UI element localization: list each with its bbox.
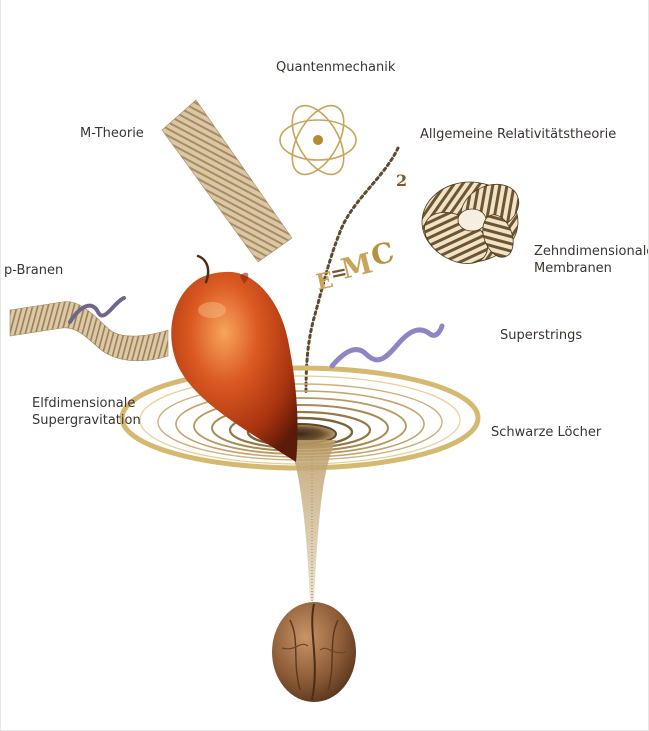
- label-elfdimensionale-line1: Elfdimensionale: [32, 395, 141, 412]
- frame-left: [0, 0, 1, 731]
- atom-icon: [280, 97, 356, 183]
- membrane-knot-icon: [416, 175, 527, 274]
- formula-emc2: E = M C 2: [314, 171, 407, 296]
- label-zehndimensionale-line1: Zehndimensionale: [534, 243, 649, 260]
- brane-strip-icon: [10, 298, 168, 361]
- label-schwarze-loecher: Schwarze Löcher: [491, 424, 601, 441]
- funnel-stem: [288, 440, 336, 605]
- label-elfdimensionale-line2: Supergravitation: [32, 412, 141, 429]
- label-superstrings: Superstrings: [500, 327, 582, 344]
- label-p-branen: p-Branen: [4, 262, 63, 279]
- superstring-icon: [332, 326, 442, 366]
- label-allgemeine-relativitaetstheorie: Allgemeine Relativitätstheorie: [420, 126, 616, 143]
- formula-exponent: 2: [396, 171, 407, 190]
- label-elfdimensionale-supergravitation: Elfdimensionale Supergravitation: [32, 395, 141, 429]
- apple-icon: [171, 256, 297, 462]
- label-zehndimensionale-line2: Membranen: [534, 260, 649, 277]
- label-zehndimensionale-membranen: Zehndimensionale Membranen: [534, 243, 649, 277]
- walnut-icon: [272, 602, 356, 702]
- m-theory-strip-icon: [162, 100, 292, 262]
- label-quantenmechanik: Quantenmechanik: [276, 59, 395, 76]
- label-m-theorie: M-Theorie: [80, 125, 144, 142]
